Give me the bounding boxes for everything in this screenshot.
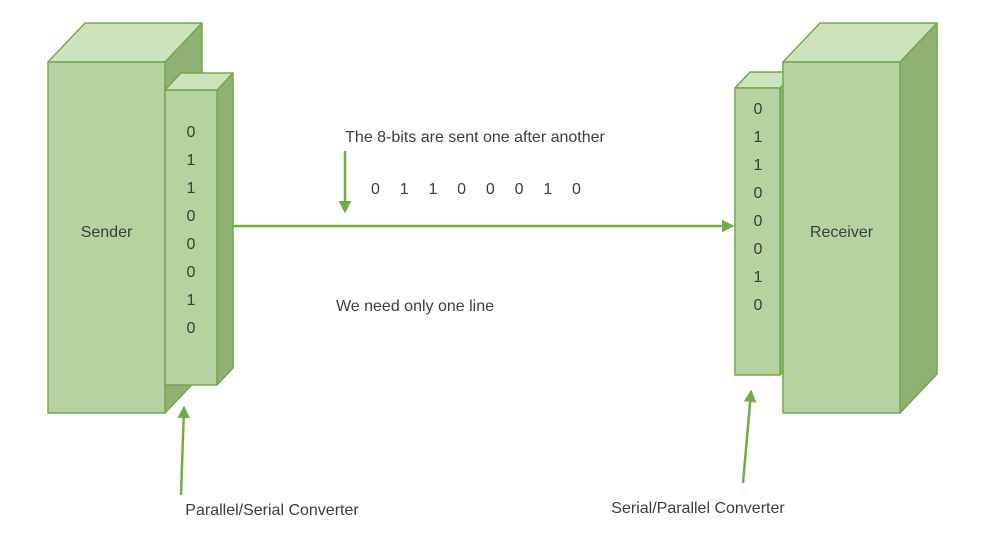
serial-bit: 0 [457,181,467,198]
bit-value: 0 [753,101,763,118]
sender-converter-side-face [216,72,234,386]
receiver-box [782,22,938,414]
receiver-box-side-face [899,22,938,414]
sender-box-front-face [47,61,166,414]
bit-value: 0 [753,185,763,202]
sender-label: Sender [80,224,133,241]
serial-parallel-converter-label: Serial/Parallel Converter [611,500,785,517]
serial-bit: 0 [514,181,524,198]
serial-bit: 0 [485,181,495,198]
bit-value: 0 [186,264,196,281]
sender-converter-front-face [164,89,218,386]
transmission-caption: The 8-bits are sent one after another [345,129,605,146]
sender-converter-bits: 0 1 1 0 0 0 1 0 [165,119,217,343]
sender-converter-box [164,72,234,386]
parallel-serial-converter-label: Parallel/Serial Converter [185,502,359,519]
sender-converter-pointer-arrow [177,405,190,496]
bit-value: 0 [753,297,763,314]
receiver-box-front-face [782,61,901,414]
bit-value: 1 [186,292,196,309]
receiver-converter-pointer-arrow [741,389,757,484]
bit-value: 0 [186,236,196,253]
bit-value: 0 [186,124,196,141]
bit-value: 1 [186,180,196,197]
bit-value: 0 [186,208,196,225]
serial-bit: 0 [572,181,581,198]
serial-bits-row: 0 1 1 0 0 0 1 0 [371,179,581,201]
bit-value: 1 [753,129,763,146]
receiver-converter-front-face [734,87,781,376]
one-line-caption: We need only one line [335,298,495,315]
serial-bit: 1 [428,181,438,198]
bit-value: 1 [186,152,196,169]
bit-value: 0 [753,241,763,258]
receiver-label: Receiver [809,224,874,241]
serial-bit: 0 [371,181,380,198]
bit-value: 1 [753,157,763,174]
receiver-converter-bits: 0 1 1 0 0 0 1 0 [735,96,781,320]
bit-value: 0 [753,213,763,230]
serial-bit: 1 [399,181,409,198]
bit-value: 0 [186,320,196,337]
serial-bit: 1 [543,181,553,198]
bit-value: 1 [753,269,763,286]
